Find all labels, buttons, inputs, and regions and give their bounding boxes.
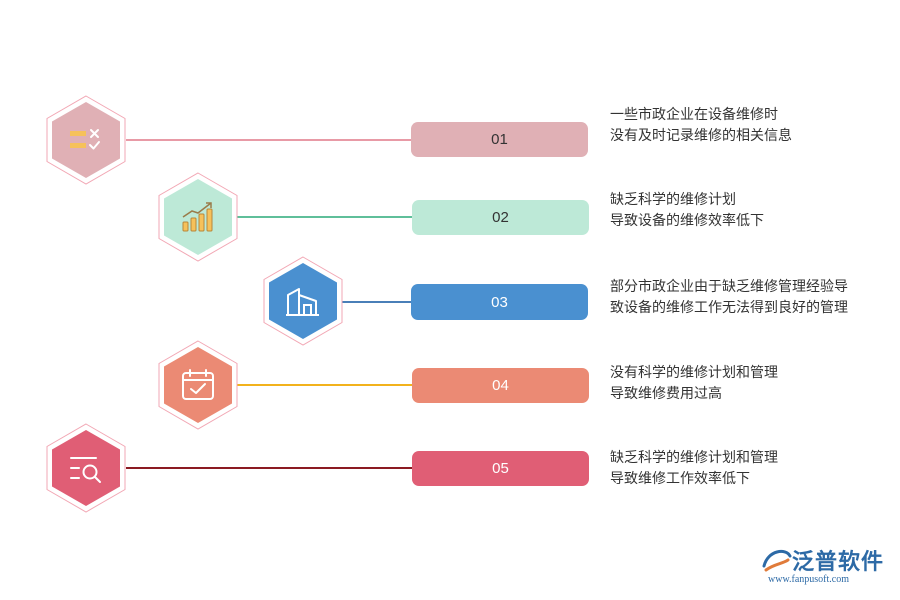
fanpusoft-logo: 泛普软件 www.fanpusoft.com	[760, 544, 890, 590]
logo-mark-icon	[760, 546, 794, 574]
description-1-line-2: 没有及时记录维修的相关信息	[610, 128, 792, 144]
description-3: 部分市政企业由于缺乏维修管理经验导 致设备的维修工作无法得到良好的管理	[610, 277, 890, 319]
description-1-line-1: 一些市政企业在设备维修时	[610, 107, 778, 123]
description-2-line-2: 导致设备的维修效率低下	[610, 213, 764, 229]
pill-1: 01	[411, 122, 588, 157]
connector-line-5	[126, 467, 413, 469]
item-row-3: 03 部分市政企业由于缺乏维修管理经验导 致设备的维修工作无法得到良好的管理	[0, 256, 900, 346]
pill-2: 02	[412, 200, 589, 235]
description-3-line-1: 部分市政企业由于缺乏维修管理经验导	[610, 279, 848, 295]
checklist-icon	[66, 120, 106, 160]
description-5: 缺乏科学的维修计划和管理 导致维修工作效率低下	[610, 448, 890, 490]
hexagon-4	[158, 340, 238, 430]
description-4-line-2: 导致维修费用过高	[610, 386, 722, 402]
growth-chart-icon	[178, 197, 218, 237]
connector-line-2	[237, 216, 413, 218]
description-2-line-1: 缺乏科学的维修计划	[610, 192, 736, 208]
pill-5: 05	[412, 451, 589, 486]
item-number-5: 05	[492, 460, 509, 477]
hexagon-1	[46, 95, 126, 185]
search-list-icon	[66, 448, 106, 488]
pill-4: 04	[412, 368, 589, 403]
logo-url: www.fanpusoft.com	[768, 574, 850, 585]
item-number-2: 02	[492, 209, 509, 226]
item-number-3: 03	[491, 293, 508, 311]
connector-line-1	[126, 139, 413, 141]
description-1: 一些市政企业在设备维修时 没有及时记录维修的相关信息	[610, 105, 890, 147]
connector-line-4	[236, 384, 413, 386]
calendar-check-icon	[178, 365, 218, 405]
hexagon-2	[158, 172, 238, 262]
hexagon-3	[263, 256, 343, 346]
description-5-line-1: 缺乏科学的维修计划和管理	[610, 450, 778, 466]
item-row-2: 02 缺乏科学的维修计划 导致设备的维修效率低下	[0, 172, 900, 262]
description-2: 缺乏科学的维修计划 导致设备的维修效率低下	[610, 190, 890, 232]
item-row-1: 01 一些市政企业在设备维修时 没有及时记录维修的相关信息	[0, 95, 900, 185]
item-number-4: 04	[492, 377, 509, 394]
pill-3: 03	[411, 284, 588, 320]
description-4-line-1: 没有科学的维修计划和管理	[610, 365, 778, 381]
item-row-4: 04 没有科学的维修计划和管理 导致维修费用过高	[0, 340, 900, 430]
description-4: 没有科学的维修计划和管理 导致维修费用过高	[610, 363, 890, 405]
item-row-5: 05 缺乏科学的维修计划和管理 导致维修工作效率低下	[0, 423, 900, 513]
description-3-line-2: 致设备的维修工作无法得到良好的管理	[610, 300, 848, 316]
item-number-1: 01	[491, 131, 508, 148]
building-icon	[283, 281, 323, 321]
hexagon-5	[46, 423, 126, 513]
connector-line-3	[342, 301, 412, 303]
description-5-line-2: 导致维修工作效率低下	[610, 471, 750, 487]
logo-name: 泛普软件	[792, 550, 885, 575]
